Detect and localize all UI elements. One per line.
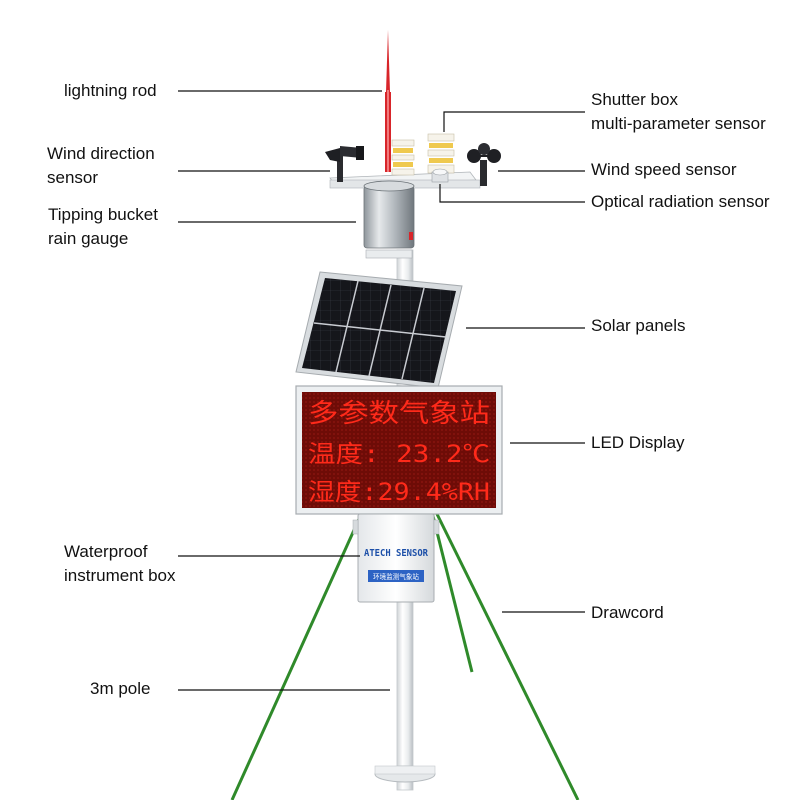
label-wind-direction-line2: sensor — [47, 168, 99, 187]
label-led-display: LED Display — [591, 433, 685, 452]
drawcord-right — [434, 511, 580, 801]
led-line-2: 温度: 23.2℃ — [308, 440, 490, 468]
label-rain-gauge-line2: rain gauge — [48, 229, 129, 248]
led-line-3: 湿度:29.4%RH — [308, 478, 490, 506]
optical-radiation-sensor — [431, 168, 449, 183]
label-optical-radiation: Optical radiation sensor — [591, 192, 770, 211]
label-lightning-rod: lightning rod — [64, 81, 157, 100]
drawcord-left — [230, 507, 366, 801]
wind-speed-sensor — [467, 143, 501, 186]
led-line-1: 多参数气象站 — [308, 399, 490, 429]
lightning-rod — [385, 30, 391, 172]
tipping-bucket-rain-gauge — [363, 180, 415, 259]
label-instrument-box-line2: instrument box — [64, 566, 176, 585]
waterproof-instrument-box: ATECH SENSOR 环境监测气象站 — [352, 513, 440, 603]
solar-panel — [295, 271, 463, 389]
wind-direction-sensor — [325, 146, 364, 182]
label-instrument-box-line1: Waterproof — [64, 542, 148, 561]
label-shutter-box-line1: Shutter box — [591, 90, 678, 109]
drawcord-lines — [230, 507, 580, 801]
label-solar-panels: Solar panels — [591, 316, 686, 335]
label-pole: 3m pole — [90, 679, 151, 698]
leader-lines — [178, 90, 585, 691]
label-shutter-box-line2: multi-parameter sensor — [591, 114, 766, 133]
label-drawcord: Drawcord — [591, 603, 664, 622]
pole-base-plate — [374, 765, 436, 775]
drawcord-middle — [430, 511, 474, 673]
label-wind-direction-line1: Wind direction — [47, 144, 155, 163]
box-brand-text: ATECH SENSOR — [364, 548, 429, 559]
led-display: 多参数气象站 温度: 23.2℃ 湿度:29.4%RH — [295, 385, 503, 515]
shutter-box-sensors — [391, 133, 455, 176]
box-plate-text: 环境监测气象站 — [373, 572, 419, 581]
label-wind-speed: Wind speed sensor — [591, 160, 737, 179]
label-rain-gauge-line1: Tipping bucket — [48, 205, 158, 224]
